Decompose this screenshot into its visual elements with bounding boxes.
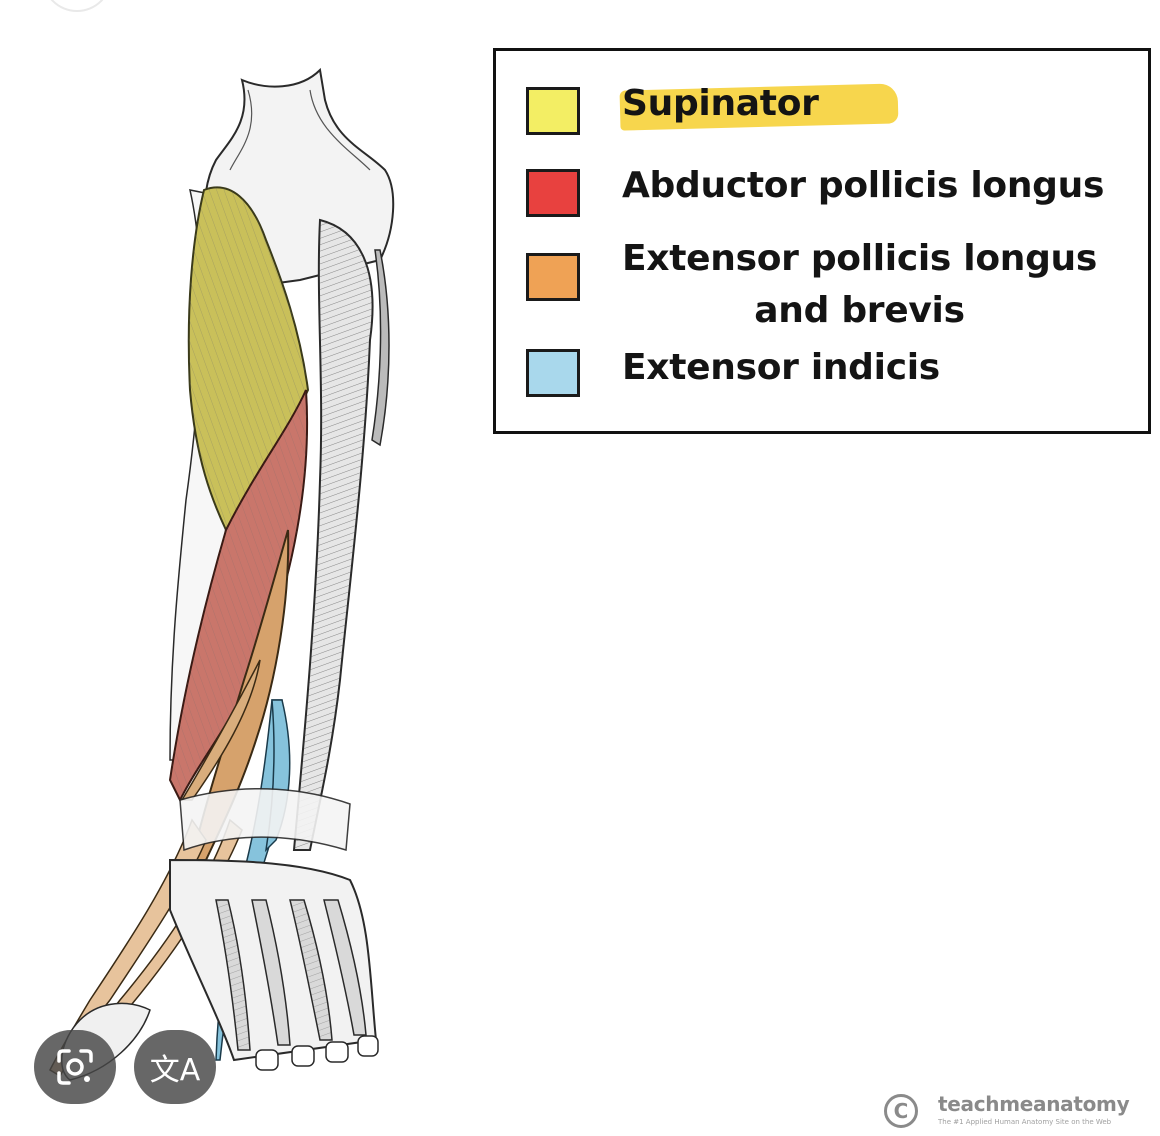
watermark: C teachmeanatomy The #1 Applied Human An… <box>884 1090 1160 1132</box>
copyright-icon: C <box>884 1094 918 1128</box>
forearm-illustration <box>20 60 480 1132</box>
watermark-name: teachmeanatomy <box>938 1092 1130 1116</box>
legend-label-extensor-pollicis-line2: and brevis <box>754 290 965 331</box>
translate-icon: 文A <box>149 1053 201 1088</box>
watermark-tagline: The #1 Applied Human Anatomy Site on the… <box>938 1118 1112 1126</box>
translate-button[interactable]: 文A <box>134 1030 216 1104</box>
legend-swatch-extensor-indicis <box>526 349 580 397</box>
legend-label-abductor-pollicis-longus: Abductor pollicis longus <box>622 165 1105 206</box>
legend-label-supinator: Supinator <box>622 83 819 124</box>
legend-swatch-supinator <box>526 87 580 135</box>
lens-icon <box>57 1049 93 1085</box>
legend-label-extensor-pollicis-line1: Extensor pollicis longus <box>622 238 1098 279</box>
legend-box: Supinator Abductor pollicis longus Exten… <box>493 48 1151 434</box>
top-partial-circle <box>42 0 112 12</box>
legend-swatch-abductor-pollicis-longus <box>526 169 580 217</box>
forearm-drawing <box>49 67 395 1081</box>
legend-label-extensor-indicis: Extensor indicis <box>622 347 940 388</box>
legend-label-extensor-pollicis: Extensor pollicis longus and brevis <box>622 233 1097 337</box>
lens-button[interactable] <box>34 1030 116 1104</box>
legend-swatch-extensor-pollicis <box>526 253 580 301</box>
